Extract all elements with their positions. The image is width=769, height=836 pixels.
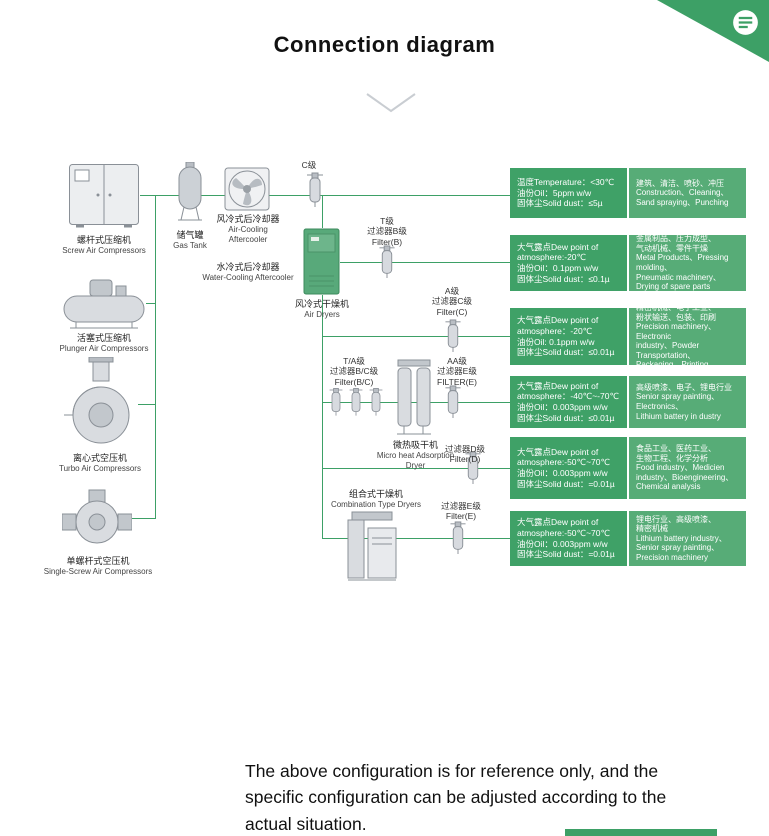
- filter-c-icon: [443, 319, 463, 353]
- single-screw-compressor-label: 单螺杆式空压机 Single-Screw Air Compressors: [43, 556, 153, 576]
- row-5-application-cell: 食品工业、医药工业、 生物工程、化学分析 Food industry、Medic…: [629, 437, 746, 499]
- air-cooling-aftercooler-label: 风冷式后冷却器 Air-Cooling Aftercooler: [216, 214, 280, 244]
- filter-e-aa-icon: [443, 385, 463, 419]
- turbo-compressor-icon: [64, 357, 138, 451]
- inline-filter-c-icon: [305, 172, 325, 208]
- row-6-spec-cell: 大气露点Dew point of atmosphere:-50℃~70℃ 油份O…: [510, 511, 627, 566]
- row-2-application-cell: 金属制品、压力成型、 气动机械、零件干燥 Metal Products、Pres…: [629, 235, 746, 291]
- connector-line: [322, 538, 510, 539]
- filter-bc-label: T/A级 过滤器B/C级 Filter(B/C): [329, 356, 379, 387]
- row-5-spec-cell: 大气露点Dew point of atmosphere:-50℃~70℃ 油份O…: [510, 437, 627, 499]
- filter-d-label: 过滤器D级 Filter(D): [444, 444, 486, 465]
- fan-icon: [224, 167, 270, 211]
- gas-tank-icon: [175, 162, 205, 226]
- plunger-compressor-icon: [62, 276, 146, 330]
- inline-filter-c-label: C级: [301, 160, 317, 170]
- connector-line: [140, 195, 510, 196]
- filter-e-label: 过滤器E级 Filter(E): [441, 501, 481, 522]
- screw-compressor-icon: [68, 163, 140, 229]
- filter-e-icon: [448, 521, 468, 555]
- filter-bc-icon-1: [328, 385, 344, 419]
- corner-badge-icon: [732, 9, 759, 36]
- connector-line: [146, 303, 156, 304]
- connector-line: [138, 404, 156, 405]
- connector-line: [340, 262, 510, 263]
- connector-line: [132, 518, 156, 519]
- connector-line: [322, 295, 323, 538]
- filter-b-label: T级 过滤器B级 Filter(B): [367, 216, 407, 247]
- combination-dryer-label: 组合式干燥机 Combination Type Dryers: [330, 489, 422, 509]
- turbo-compressor-label: 离心式空压机 Turbo Air Compressors: [59, 453, 141, 473]
- footer-note: The above configuration is for reference…: [245, 761, 667, 834]
- filter-e-aa-label: AA级 过滤器E级 FILTER(E): [437, 356, 477, 387]
- row-4-spec-cell: 大气露点Dew point of atmosphere：-40℃~-70℃ 油份…: [510, 376, 627, 428]
- filter-c-label: A级 过滤器C级 Filter(C): [431, 286, 473, 317]
- connector-line: [322, 336, 510, 337]
- row-4-application-cell: 高级喷漆、电子、锂电行业 Senior spray painting、 Elec…: [629, 376, 746, 428]
- air-dryer-icon: [303, 228, 340, 295]
- plunger-compressor-label: 活塞式压缩机 Plunger Air Compressors: [59, 333, 149, 353]
- row-1-application-cell: 建筑、清洁、喷砂、冲压 Construction、Cleaning、 Sand …: [629, 168, 746, 218]
- water-cooling-aftercooler-label: 水冷式后冷却器 Water-Cooling Aftercooler: [202, 262, 294, 282]
- filter-bc-icon-3: [368, 385, 384, 419]
- bottom-decoration: [565, 829, 717, 836]
- connector-line: [322, 468, 510, 469]
- gas-tank-label: 储气罐 Gas Tank: [173, 230, 207, 250]
- row-2-spec-cell: 大气露点Dew point of atmosphere:-20℃ 油份Oil：0…: [510, 235, 627, 291]
- single-screw-compressor-icon: [62, 486, 132, 550]
- row-6-application-cell: 锂电行业、高级喷漆、 精密机械 Lithium battery industry…: [629, 511, 746, 566]
- row-3-application-cell: 精密机械、电子工业、 粉状输送、包装、印刷 Precision machiner…: [629, 308, 746, 365]
- chevron-down-icon: [363, 90, 419, 121]
- filter-bc-icon-2: [348, 385, 364, 419]
- connector-line: [322, 195, 323, 228]
- combination-dryer-icon: [346, 510, 398, 584]
- connector-line: [155, 195, 156, 519]
- air-dryer-label: 风冷式干燥机 Air Dryers: [294, 299, 349, 319]
- row-1-spec-cell: 温度Temperature：<30℃ 油份Oil：5ppm w/w 固体尘Sol…: [510, 168, 627, 218]
- adsorption-dryer-label: 微热吸干机 Micro heat Adsorption Dryer: [376, 440, 455, 470]
- row-3-spec-cell: 大气露点Dew point of atmosphere：-20℃ 油份Oil: …: [510, 308, 627, 365]
- connector-line: [322, 402, 510, 403]
- filter-b-icon: [377, 245, 397, 279]
- screw-compressor-label: 螺杆式压缩机 Screw Air Compressors: [62, 235, 146, 255]
- page-title: Connection diagram: [273, 32, 496, 57]
